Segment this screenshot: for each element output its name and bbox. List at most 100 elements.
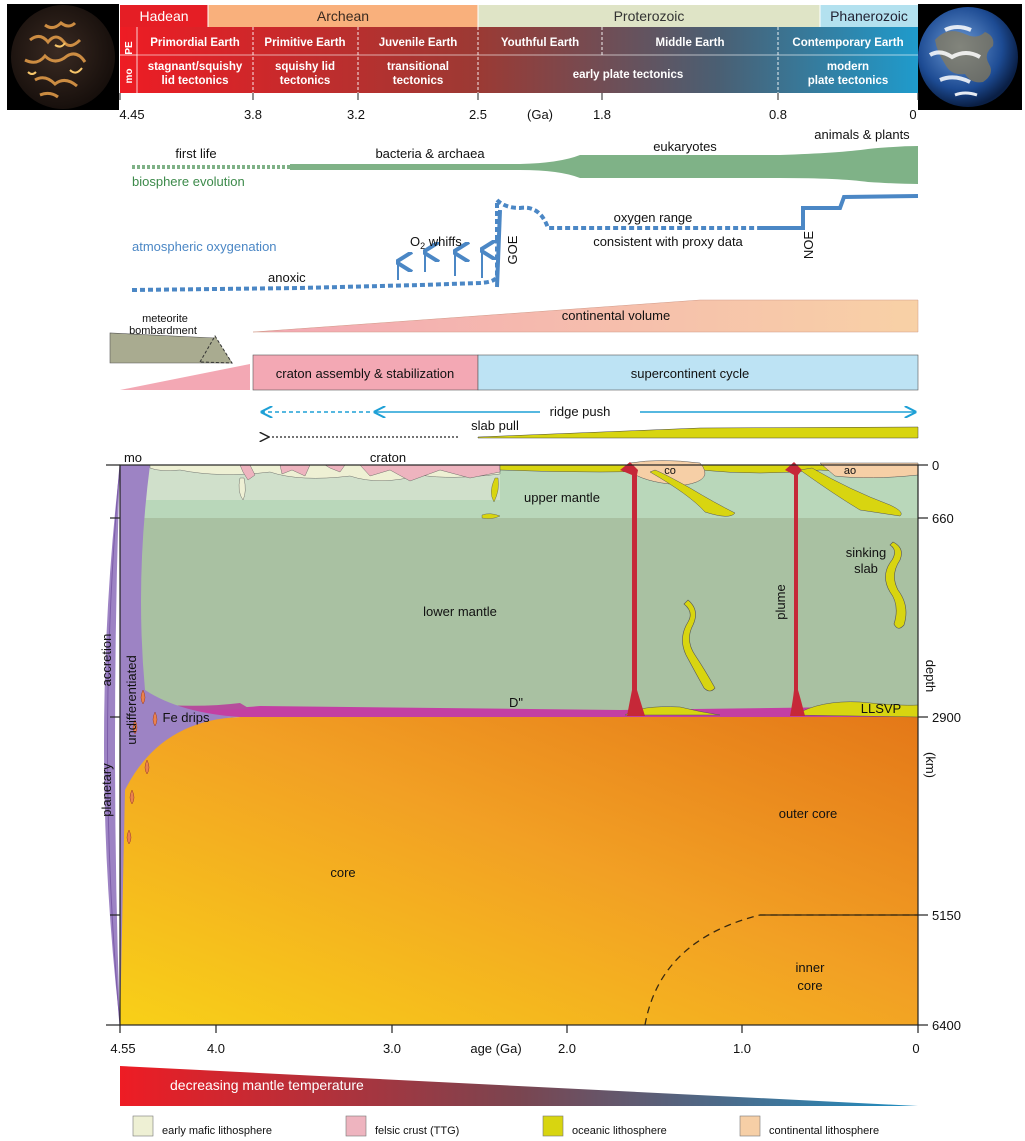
atmospheric-oxygenation: atmospheric oxygenation anoxic O2 whiffs… [131,194,919,292]
tectonics-modern-l1: modern [827,61,869,73]
depth-tick-6400: 6400 [932,1018,961,1033]
llsvp-label: LLSVP [861,701,901,716]
eon-proterozoic: Proterozoic [614,8,685,24]
stage-juvenile: Juvenile Earth [379,37,458,49]
tectonics-modern-l2: plate tectonics [808,75,889,87]
legend-label: felsic crust (TTG) [375,1125,459,1137]
depth-tick-660: 660 [932,511,954,526]
legend-label: continental lithosphere [769,1125,879,1137]
depth-tick-0: 0 [932,458,939,473]
undifferentiated-label: undifferentiated [124,655,139,744]
sinking-slab-l2: slab [854,561,878,576]
bottom-tick-1.0: 1.0 [733,1041,751,1056]
stage-primitive: Primitive Earth [264,37,345,49]
inner-core-l1: inner [796,960,826,975]
top-tick-1.8: 1.8 [593,107,611,122]
legend-swatch [739,1115,761,1137]
plume-label: plume [773,584,788,619]
depth-axis: 0 660 2900 5150 6400 depth (km) [106,458,961,1033]
atm-o2-whiffs: O2 whiffs [410,234,462,251]
earth-stage-rows: PE mo Primordial Earth Primitive Earth J… [120,27,918,93]
bio-bacteria-archaea: bacteria & archaea [375,146,485,161]
top-tick-0: 0 [909,107,916,122]
mantle-temperature-wedge: decreasing mantle temperature [120,1066,918,1106]
stage-middle: Middle Earth [655,37,724,49]
lithosphere-strip [149,460,919,692]
bio-eukaryotes: eukaryotes [653,139,717,154]
slab-pull: slab pull [471,418,519,433]
top-tick-2.5: 2.5 [469,107,487,122]
legend-swatch [542,1115,564,1137]
co-label: co [664,465,676,477]
top-tick-3.8: 3.8 [244,107,262,122]
bio-title: biosphere evolution [132,174,245,189]
craton-assembly: craton assembly & stabilization [276,366,454,381]
supercontinent-cycle: supercontinent cycle [631,366,750,381]
plate-forces: ridge push slab pull [262,404,919,438]
row-label-mo: mo [124,69,135,84]
craton-label: craton [370,450,406,465]
depth-label-l1: depth [923,660,938,693]
bottom-tick-0: 0 [912,1041,919,1056]
tectonics-stagnant-l2: lid tectonics [161,75,228,87]
inner-core-l2: core [797,978,822,993]
lower-mantle-label: lower mantle [423,604,497,619]
top-axis-unit: (Ga) [527,107,553,122]
bottom-tick-2.0: 2.0 [558,1041,576,1056]
atm-anoxic: anoxic [268,270,306,285]
biosphere-evolution: first life bacteria & archaea eukaryotes… [132,127,918,189]
bio-first-life: first life [175,146,216,161]
row-label-pe: PE [124,41,135,55]
legend-item-continental: continental lithosphere [739,1115,879,1137]
top-tick-4.45: 4.45 [119,107,144,122]
legend-swatch [345,1115,367,1137]
tectonics-stagnant-l1: stagnant/squishy [148,61,243,73]
modern-earth-image [918,4,1022,110]
depth-label-l2: (km) [923,752,938,778]
accretion-label: accretion [99,634,114,687]
tectonics-squishy-l1: squishy lid [275,61,335,73]
eon-hadean: Hadean [139,8,188,24]
top-age-axis: 4.45 3.8 3.2 2.5 (Ga) 1.8 0.8 0 [119,93,919,122]
eon-header: Hadean Archean Proterozoic Phanerozoic [120,5,918,27]
stage-youthful: Youthful Earth [501,37,579,49]
atm-range-l1: oxygen range [614,210,693,225]
d2-label: D" [509,695,523,710]
ao-label: ao [844,465,856,477]
top-tick-3.2: 3.2 [347,107,365,122]
tectonics-early-plate: early plate tectonics [573,69,684,81]
eon-archean: Archean [317,8,369,24]
continental-volume: continental volume [562,308,670,323]
atm-title: atmospheric oxygenation [132,239,277,254]
legend-label: early mafic lithosphere [162,1125,272,1137]
legend-item-oceanic: oceanic lithosphere [542,1115,667,1137]
depth-tick-5150: 5150 [932,908,961,923]
legend-label: oceanic lithosphere [572,1125,667,1137]
upper-mantle-label: upper mantle [524,490,600,505]
sinking-slab-l1: sinking [846,545,886,560]
tectonics-squishy-l2: tectonics [280,75,331,87]
crust-evolution: meteorite bombardment continental volume… [109,299,919,391]
bottom-tick-3.0: 3.0 [383,1041,401,1056]
legend-item-felsic: felsic crust (TTG) [345,1115,459,1137]
atm-range-l2: consistent with proxy data [593,234,743,249]
earth-cross-section: mo craton co ao upper mantle lower mantl… [99,450,919,1026]
top-tick-0.8: 0.8 [769,107,787,122]
meteorite-l2: bombardment [129,325,197,337]
depth-tick-2900: 2900 [932,710,961,725]
stage-contemporary: Contemporary Earth [792,37,903,49]
eon-phanerozoic: Phanerozoic [830,8,908,24]
outer-core-label: outer core [779,806,838,821]
ridge-push: ridge push [550,404,611,419]
early-earth-image [7,4,119,110]
core-label: core [330,865,355,880]
tectonics-transitional-l2: tectonics [393,75,444,87]
bottom-axis-label: age (Ga) [470,1041,521,1056]
legend-item-early-mafic: early mafic lithosphere [132,1115,272,1137]
stage-primordial: Primordial Earth [150,37,239,49]
temperature-label: decreasing mantle temperature [170,1077,364,1093]
atm-noe: NOE [801,231,816,260]
atm-goe: GOE [505,235,520,264]
legend-swatch [132,1115,154,1137]
